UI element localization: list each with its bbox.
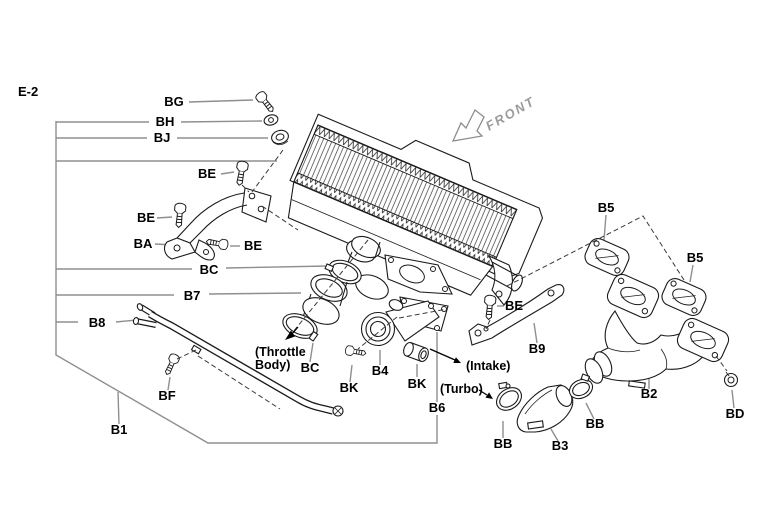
- bolt-be-2: [172, 202, 187, 229]
- bracket-ba: [163, 187, 272, 261]
- callout-bb-1: BB: [494, 436, 513, 451]
- throttle-body-arrow-icon: [285, 326, 299, 340]
- bolt-be-1: [233, 159, 250, 187]
- gasket-b5-left: [584, 238, 630, 276]
- bolt-be-4: [482, 294, 497, 321]
- y-pipe-b2: [584, 273, 730, 389]
- grommet-bj: [271, 129, 289, 146]
- front-arrow-icon: [451, 109, 485, 142]
- callout-b7: B7: [184, 288, 201, 303]
- clamp-bb-right: [568, 373, 594, 400]
- annotation-turbo: (Turbo): [440, 382, 483, 396]
- ref-code: E-2: [18, 84, 38, 99]
- front-label: FRONT: [483, 93, 538, 133]
- bolt-bf: [161, 352, 181, 378]
- callout-be-1: BE: [198, 166, 216, 181]
- intercooler-stay: [487, 254, 513, 306]
- front-indicator: FRONT: [451, 93, 538, 142]
- pipe-b8: [132, 303, 344, 417]
- stub-bk: [403, 341, 429, 363]
- intercooler: [287, 113, 544, 306]
- gasket-b5-right: [661, 278, 707, 316]
- intercooler-fins: [297, 134, 513, 258]
- callout-b5-1: B5: [598, 200, 615, 215]
- callout-bk-1: BK: [340, 380, 359, 395]
- callout-bc-2: BC: [301, 360, 320, 375]
- callout-b1: B1: [111, 422, 128, 437]
- callout-bk-2: BK: [408, 376, 427, 391]
- callout-b3: B3: [552, 438, 569, 453]
- callout-bh: BH: [156, 114, 175, 129]
- intercooler-mount-plate: [384, 254, 453, 295]
- callout-b2: B2: [641, 386, 658, 401]
- callout-be-2: BE: [137, 210, 155, 225]
- hose-b7: [302, 274, 348, 325]
- callout-be-4: BE: [505, 298, 523, 313]
- valve-b4: [360, 299, 440, 347]
- hose-b3: [516, 384, 574, 433]
- grommet-bd: [723, 371, 739, 388]
- callout-bd: BD: [726, 406, 745, 421]
- callout-b9: B9: [529, 341, 546, 356]
- callout-ba: BA: [134, 236, 153, 251]
- clamp-bb-left: [495, 381, 523, 411]
- turbo-arrow-icon: [478, 389, 493, 399]
- callout-b4: B4: [372, 363, 389, 378]
- callout-bj: BJ: [154, 130, 171, 145]
- callout-b6: B6: [429, 400, 446, 415]
- intercooler-outlet-stub: [485, 261, 523, 292]
- callout-bg: BG: [164, 94, 184, 109]
- alignment-dashes: [176, 149, 728, 410]
- callout-bc-1: BC: [200, 262, 219, 277]
- bolt-bg: [253, 89, 278, 116]
- callout-b5-2: B5: [687, 250, 704, 265]
- callout-be-3: BE: [244, 238, 262, 253]
- bolt-bk-1: [344, 344, 368, 359]
- bracket-b9: [468, 284, 565, 346]
- washer-bh: [263, 114, 279, 126]
- callout-bb-2: BB: [586, 416, 605, 431]
- intake-arrow-icon: [429, 348, 461, 363]
- callout-bf: BF: [158, 388, 175, 403]
- callout-b8: B8: [89, 315, 106, 330]
- annotation-intake: (Intake): [466, 359, 510, 373]
